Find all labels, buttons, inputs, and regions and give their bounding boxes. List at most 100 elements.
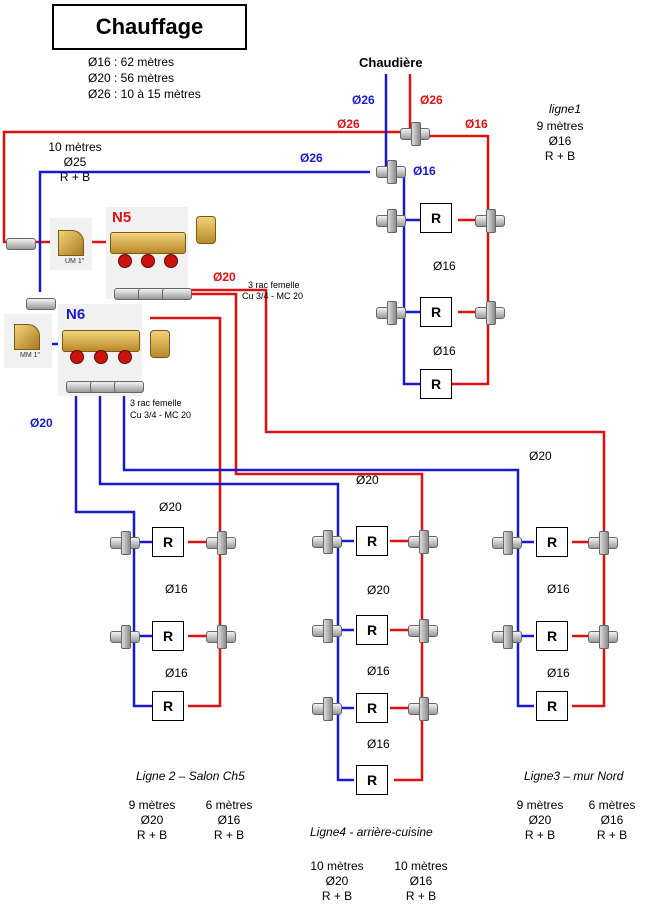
n6-note-line1: 3 rac femelle bbox=[130, 398, 182, 408]
label-d16-red-right: Ø16 bbox=[465, 117, 488, 131]
ligne1-diameter: Ø16 bbox=[548, 134, 572, 148]
ligne4-between-2: Ø16 bbox=[367, 664, 390, 678]
ligne3-between-2: Ø16 bbox=[547, 666, 570, 680]
fitting-icon bbox=[158, 282, 194, 304]
ligne3-title: Ligne3 – mur Nord bbox=[524, 769, 624, 783]
ligne4-stat1-length: 10 mètres bbox=[310, 859, 364, 873]
label-d26-red-vertical: Ø26 bbox=[420, 93, 443, 107]
tee-fitting-icon bbox=[404, 530, 440, 554]
n5-note-line2: Cu 3/4 - MC 20 bbox=[242, 291, 304, 301]
manifold-n5-name: N5 bbox=[112, 209, 132, 226]
feed-pipes: R + B bbox=[59, 170, 91, 184]
ligne4-between-3: Ø16 bbox=[367, 737, 390, 751]
supply-pipe-ligne2 bbox=[182, 292, 424, 782]
tee-fitting-icon bbox=[396, 122, 432, 146]
radiator: R bbox=[420, 203, 452, 233]
ligne1-title: ligne1 bbox=[548, 102, 582, 116]
manifold-n6-name: N6 bbox=[66, 306, 86, 323]
elbow-um-label: UM 1" bbox=[65, 258, 85, 265]
tee-fitting-icon bbox=[372, 301, 408, 325]
tee-fitting-icon bbox=[372, 209, 408, 233]
ligne3-stat2-diameter: Ø16 bbox=[600, 813, 624, 827]
ligne2-top-diameter: Ø20 bbox=[159, 500, 182, 514]
tee-fitting-icon bbox=[471, 301, 507, 325]
radiator: R bbox=[536, 621, 568, 651]
valve-icon bbox=[70, 350, 84, 364]
tee-fitting-icon bbox=[471, 209, 507, 233]
radiator: R bbox=[152, 691, 184, 721]
n6-out-label: Ø20 bbox=[30, 416, 53, 430]
ligne4-stat1-diameter: Ø20 bbox=[325, 874, 349, 888]
radiator: R bbox=[356, 693, 388, 723]
return-pipe-ligne1 bbox=[402, 172, 420, 386]
label-d16-blue: Ø16 bbox=[413, 164, 436, 178]
tee-fitting-icon bbox=[404, 697, 440, 721]
air-vent-icon bbox=[196, 216, 216, 244]
radiator: R bbox=[420, 297, 452, 327]
return-pipe-ligne4 bbox=[98, 384, 354, 782]
valve-icon bbox=[118, 254, 132, 268]
feed-length: 10 mètres bbox=[48, 140, 102, 154]
label-d26-blue-left: Ø26 bbox=[300, 151, 323, 165]
n6-note-line2: Cu 3/4 - MC 20 bbox=[130, 410, 192, 420]
ligne1-pipes: R + B bbox=[544, 149, 576, 163]
ligne4-stat2-length: 10 mètres bbox=[394, 859, 448, 873]
ligne3-stat2-pipes: R + B bbox=[596, 828, 628, 842]
supply-pipe-ligne2b bbox=[150, 316, 222, 540]
ligne2-between-2: Ø16 bbox=[165, 666, 188, 680]
ligne3-stat1-diameter: Ø20 bbox=[528, 813, 552, 827]
tee-fitting-icon bbox=[404, 619, 440, 643]
ligne2-stat2-diameter: Ø16 bbox=[217, 813, 241, 827]
supply-pipe-ligne1 bbox=[420, 134, 490, 386]
ligne4-between-1: Ø20 bbox=[367, 583, 390, 597]
fitting-icon bbox=[22, 292, 58, 314]
tee-fitting-icon bbox=[488, 531, 524, 555]
summary-d16: Ø16 : 62 mètres bbox=[88, 55, 175, 69]
tee-fitting-icon bbox=[106, 625, 142, 649]
label-d26-blue-vertical: Ø26 bbox=[352, 93, 375, 107]
summary-d20: Ø20 : 56 mètres bbox=[88, 71, 175, 85]
supply-pipe-ligne3 bbox=[182, 288, 606, 708]
elbow-icon bbox=[58, 230, 84, 256]
diagram-title: Chauffage bbox=[52, 4, 247, 50]
return-pipe-ligne2 bbox=[74, 384, 152, 708]
radiator: R bbox=[356, 615, 388, 645]
tee-fitting-icon bbox=[584, 625, 620, 649]
ligne3-between-1: Ø16 bbox=[547, 582, 570, 596]
label-d20-ligne3: Ø20 bbox=[529, 449, 552, 463]
ligne2-stat1-pipes: R + B bbox=[136, 828, 168, 842]
ligne4-stat1-pipes: R + B bbox=[321, 889, 353, 903]
ligne2-between-1: Ø16 bbox=[165, 582, 188, 596]
ligne3-stat2-length: 6 mètres bbox=[588, 798, 636, 812]
valve-icon bbox=[94, 350, 108, 364]
tee-fitting-icon bbox=[308, 697, 344, 721]
radiator: R bbox=[152, 621, 184, 651]
radiator: R bbox=[152, 527, 184, 557]
ligne2-stat2-length: 6 mètres bbox=[205, 798, 253, 812]
radiator: R bbox=[536, 691, 568, 721]
ligne1-between-2: Ø16 bbox=[433, 344, 456, 358]
boiler-label: Chaudière bbox=[359, 55, 423, 70]
ligne4-title: Ligne4 - arrière-cuisine bbox=[310, 825, 433, 839]
ligne3-stat1-pipes: R + B bbox=[524, 828, 556, 842]
tee-fitting-icon bbox=[308, 530, 344, 554]
fitting-icon bbox=[2, 232, 38, 254]
manifold-n6-bar bbox=[62, 330, 140, 352]
return-pipe-ligne3 bbox=[122, 384, 534, 708]
valve-icon bbox=[164, 254, 178, 268]
ligne1-length: 9 mètres bbox=[536, 119, 584, 133]
air-vent-icon bbox=[150, 330, 170, 358]
radiator: R bbox=[536, 527, 568, 557]
tee-fitting-icon bbox=[202, 625, 238, 649]
valve-icon bbox=[118, 350, 132, 364]
ligne3-stat1-length: 9 mètres bbox=[516, 798, 564, 812]
n5-out-label: Ø20 bbox=[213, 270, 236, 284]
tee-fitting-icon bbox=[584, 531, 620, 555]
manifold-n5-bar bbox=[110, 232, 186, 254]
supply-pipe-ligne2-col bbox=[188, 540, 222, 708]
tee-fitting-icon bbox=[202, 531, 238, 555]
tee-fitting-icon bbox=[308, 619, 344, 643]
ligne4-stat2-diameter: Ø16 bbox=[409, 874, 433, 888]
tee-fitting-icon bbox=[372, 160, 408, 184]
radiator: R bbox=[356, 526, 388, 556]
